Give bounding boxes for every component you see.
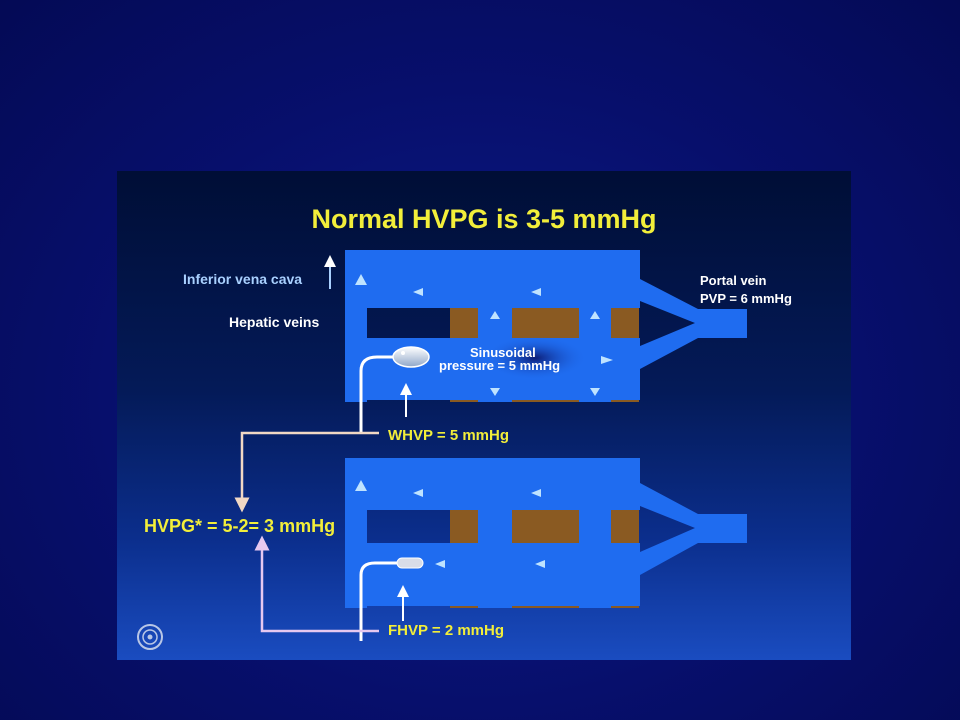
whvp-label: WHVP = 5 mmHg xyxy=(388,427,509,444)
flow-arrow-icon xyxy=(531,489,541,497)
catheter-icon xyxy=(359,557,424,641)
hvpg-diagram: Normal HVPG is 3-5 mmHg xyxy=(137,204,792,650)
flow-arrow-icon xyxy=(531,288,541,296)
flow-arrow-icon xyxy=(590,388,600,396)
fhvp-connector xyxy=(254,535,379,633)
portal-vein-label: Portal vein xyxy=(700,273,767,288)
flow-arrow-icon xyxy=(601,356,613,364)
slide: Normal HVPG is 3-5 mmHg xyxy=(117,171,851,660)
flow-arrow-icon xyxy=(490,388,500,396)
slide-title: Normal HVPG is 3-5 mmHg xyxy=(311,204,656,234)
flow-arrow-icon xyxy=(590,311,600,319)
flow-arrow-icon xyxy=(435,560,445,568)
balloon-catheter-icon xyxy=(359,346,430,433)
sinusoidal-label-line2: pressure = 5 mmHg xyxy=(439,358,560,373)
hepatic-veins-label: Hepatic veins xyxy=(229,314,319,330)
hvpg-label: HVPG* = 5-2= 3 mmHg xyxy=(144,516,335,536)
ivc-label: Inferior vena cava xyxy=(183,271,302,287)
flow-arrow-icon xyxy=(490,311,500,319)
top-flow-arrows xyxy=(355,274,613,396)
flow-arrow-icon xyxy=(413,489,423,497)
pvp-label: PVP = 6 mmHg xyxy=(700,291,792,306)
flow-arrow-icon xyxy=(355,480,367,491)
seal-logo-icon xyxy=(137,624,163,650)
flow-arrow-icon xyxy=(535,560,545,568)
sinusoidal-label-line1: Sinusoidal xyxy=(470,345,536,360)
top-schematic xyxy=(345,250,747,433)
bottom-flow-arrows xyxy=(355,480,545,568)
top-vessels xyxy=(345,250,747,402)
flow-arrow-icon xyxy=(413,288,423,296)
fhvp-label: FHVP = 2 mmHg xyxy=(388,622,504,639)
flow-arrow-icon xyxy=(355,274,367,285)
bottom-schematic xyxy=(345,458,747,641)
whvp-connector xyxy=(234,431,379,513)
